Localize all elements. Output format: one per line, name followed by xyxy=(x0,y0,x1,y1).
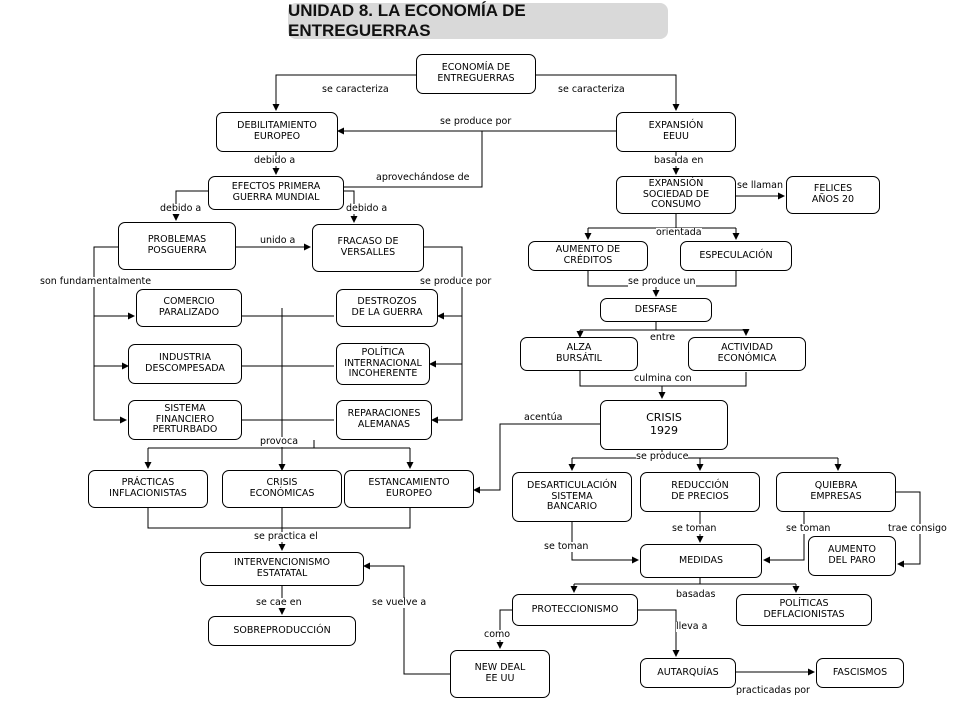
edge-label-como: como xyxy=(484,629,511,640)
node-expansion-eeuu: EXPANSIÓN EEUU xyxy=(616,112,736,152)
node-felices: FELICES AÑOS 20 xyxy=(786,176,880,214)
node-debilitamiento: DEBILITAMIENTO EUROPEO xyxy=(216,112,338,152)
node-efectos: EFECTOS PRIMERA GUERRA MUNDIAL xyxy=(208,176,344,210)
node-especulacion: ESPECULACIÓN xyxy=(680,241,792,271)
node-crisis-1929: CRISIS 1929 xyxy=(600,400,728,450)
node-reparaciones: REPARACIONES ALEMANAS xyxy=(336,400,432,440)
edge-label-basada-en: basada en xyxy=(654,155,704,166)
node-crisis-econ: CRISIS ECONÓMICAS xyxy=(222,470,342,508)
node-destrozos: DESTROZOS DE LA GUERRA xyxy=(336,289,438,327)
node-practicas: PRÁCTICAS INFLACIONISTAS xyxy=(88,470,208,508)
node-alza: ALZA BURSÁTIL xyxy=(520,337,638,371)
node-fracaso: FRACASO DE VERSALLES xyxy=(312,224,424,272)
edge-label-culmina-con: culmina con xyxy=(634,373,692,384)
edge-label-orientada: orientada xyxy=(656,227,702,238)
edge-label-acentua: acentúa xyxy=(524,412,563,423)
node-sobreproduccion: SOBREPRODUCCIÓN xyxy=(208,616,356,646)
edge-label-se-toman: se toman xyxy=(786,523,831,534)
node-aumento-paro: AUMENTO DEL PARO xyxy=(808,536,896,576)
edge-label-se-caracteriza: se caracteriza xyxy=(558,84,625,95)
edge-label-lleva-a: lleva a xyxy=(676,621,708,632)
edge-label-se-produce-por: se produce por xyxy=(420,276,492,287)
node-proteccionismo: PROTECCIONISMO xyxy=(512,594,638,626)
edge-label-se-produce-por: se produce por xyxy=(440,116,512,127)
node-comercio: COMERCIO PARALIZADO xyxy=(136,289,242,327)
node-quiebra: QUIEBRA EMPRESAS xyxy=(776,472,896,512)
edge-label-se-practica-el: se practica el xyxy=(254,531,318,542)
edge-label-se-toman: se toman xyxy=(544,541,589,552)
node-desfase: DESFASE xyxy=(600,298,712,322)
edge-label-son-fundamentalmente: son fundamentalmente xyxy=(40,276,152,287)
edge-label-se-cae-en: se cae en xyxy=(256,597,302,608)
page-title: UNIDAD 8. LA ECONOMÍA DE ENTREGUERRAS xyxy=(288,1,668,40)
node-politica-int: POLÍTICA INTERNACIONAL INCOHERENTE xyxy=(336,343,430,385)
node-problemas: PROBLEMAS POSGUERRA xyxy=(118,222,236,270)
node-sistema: SISTEMA FINANCIERO PERTURBADO xyxy=(128,400,242,440)
node-expansion-sociedad: EXPANSIÓN SOCIEDAD DE CONSUMO xyxy=(616,176,736,214)
edge-label-entre: entre xyxy=(650,332,676,343)
node-new-deal: NEW DEAL EE UU xyxy=(450,650,550,698)
edge-label-se-llaman: se llaman xyxy=(737,180,784,191)
node-actividad: ACTIVIDAD ECONÓMICA xyxy=(688,337,806,371)
node-estancamiento: ESTANCAMIENTO EUROPEO xyxy=(344,470,474,508)
node-fascismos: FASCISMOS xyxy=(816,658,904,688)
edge-label-debido-a: debido a xyxy=(254,155,296,166)
node-autarquias: AUTARQUÍAS xyxy=(640,658,736,688)
node-politicas-defl: POLÍTICAS DEFLACIONISTAS xyxy=(736,594,872,626)
node-industria: INDUSTRIA DESCOMPESADA xyxy=(128,344,242,384)
node-aumento-creditos: AUMENTO DE CRÉDITOS xyxy=(528,241,648,271)
edge-label-se-toman: se toman xyxy=(672,523,717,534)
edge-label-basadas: basadas xyxy=(676,589,716,600)
edge-label-se-vuelve-a: se vuelve a xyxy=(372,597,427,608)
edge-label-debido-a: debido a xyxy=(160,203,202,214)
edge-label-debido-a: debido a xyxy=(346,203,388,214)
edge-label-se-produce-un: se produce un xyxy=(628,276,696,287)
node-economia: ECONOMÍA DE ENTREGUERRAS xyxy=(416,54,536,94)
node-intervencionismo: INTERVENCIONISMO ESTATATAL xyxy=(200,552,364,586)
edge-label-se-produce: se produce xyxy=(636,451,689,462)
node-reduccion: REDUCCIÓN DE PRECIOS xyxy=(640,472,760,512)
edge-label-unido-a: unido a xyxy=(260,235,296,246)
edge-label-provoca: provoca xyxy=(260,436,299,447)
edge-label-se-caracteriza: se caracteriza xyxy=(322,84,389,95)
edge-label-trae-consigo: trae consigo xyxy=(888,523,947,534)
edge-label-aprovechandose: aprovechándose de xyxy=(376,172,470,183)
node-medidas: MEDIDAS xyxy=(640,544,762,578)
node-desarticulacion: DESARTICULACIÓN SISTEMA BANCARIO xyxy=(512,472,632,522)
edge-label-practicadas-por: practicadas por xyxy=(736,685,810,696)
